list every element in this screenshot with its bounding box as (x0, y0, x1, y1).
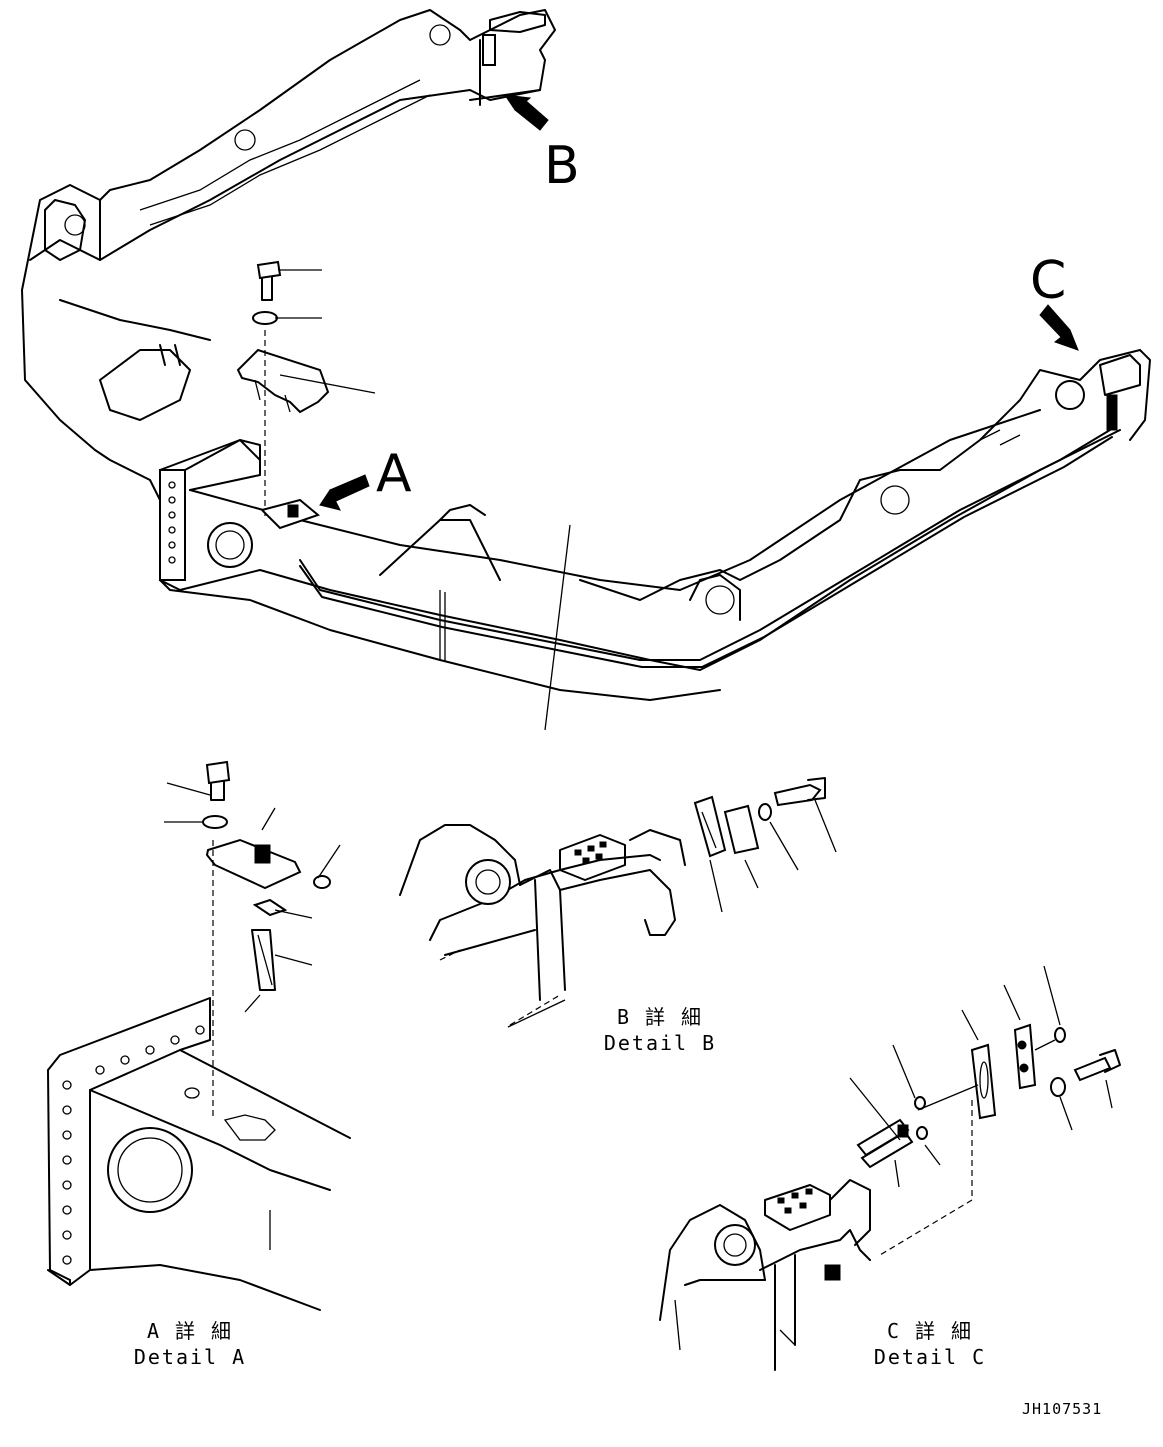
drawing-code: JH107531 (1022, 1400, 1103, 1418)
detail-b-jp: B 詳 細 (616, 1005, 704, 1029)
callout-c-label: C (1030, 251, 1067, 311)
arrow-c-icon (1039, 304, 1079, 351)
detail-c-caption: C 詳 細 Detail C (860, 1318, 1000, 1370)
detail-b-en: Detail B (603, 1031, 717, 1055)
callout-a-label: A (376, 444, 412, 504)
main-frame (21, 9, 1151, 701)
detail-b-drawing (399, 777, 837, 1028)
callout-b-label: B (544, 136, 580, 196)
detail-a-caption: A 詳 細 Detail A (120, 1318, 260, 1370)
detail-c-jp: C 詳 細 (886, 1319, 974, 1343)
detail-a-en: Detail A (133, 1345, 247, 1369)
arrow-a-icon (319, 474, 370, 511)
detail-a-drawing (47, 760, 351, 1311)
detail-b-caption: B 詳 細 Detail B (590, 1004, 730, 1056)
leader-line (544, 524, 571, 731)
exploded-bracket-group (236, 260, 376, 530)
arrow-b-icon (503, 94, 549, 131)
detail-c-en: Detail C (873, 1345, 987, 1369)
detail-a-jp: A 詳 細 (146, 1319, 234, 1343)
detail-c-drawing (659, 965, 1121, 1371)
